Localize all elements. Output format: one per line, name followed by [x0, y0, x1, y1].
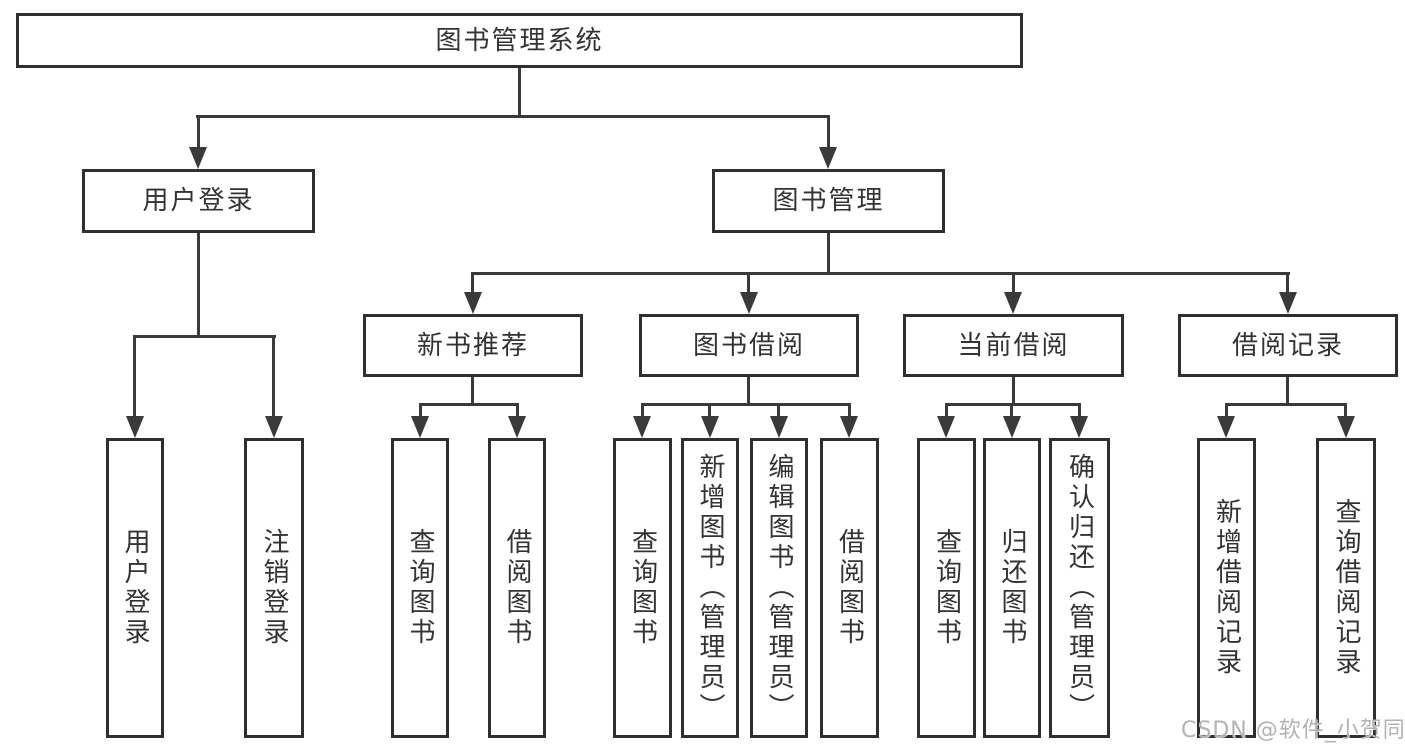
leaf-query-books-current-label: 查询图书 [931, 528, 962, 648]
connector-records-rail [1225, 403, 1347, 406]
leaf-add-book-admin: 新增图书（管理员） [681, 438, 739, 738]
arrow-down-icon [701, 416, 719, 438]
leaf-query-books-recommend-label: 查询图书 [405, 528, 435, 648]
leaf-query-books-borrow: 查询图书 [613, 438, 672, 738]
arrow-down-icon [189, 147, 207, 169]
leaf-add-borrow-record: 新增借阅记录 [1197, 438, 1256, 738]
arrow-down-icon [1279, 292, 1297, 314]
leaf-borrow-books-recommend-label: 借阅图书 [502, 528, 532, 648]
node-current-borrow: 当前借阅 [903, 314, 1124, 377]
connector-current-stem [1012, 377, 1015, 405]
arrow-down-icon [1004, 292, 1022, 314]
connector-drop-leaf-user-login [133, 335, 136, 418]
leaf-edit-book-admin-label: 编辑图书（管理员） [764, 453, 794, 723]
leaf-add-book-admin-label: 新增图书（管理员） [695, 453, 725, 723]
leaf-user-login: 用户登录 [106, 438, 164, 738]
leaf-borrow-books-recommend: 借阅图书 [488, 438, 546, 738]
node-user-login: 用户登录 [82, 169, 315, 233]
connector-drop [708, 403, 711, 418]
arrow-down-icon [633, 416, 651, 438]
connector-drop-book-management [827, 115, 830, 149]
leaf-query-borrow-record-label: 查询借阅记录 [1331, 498, 1361, 678]
connector-current-rail [945, 403, 1081, 406]
connector-drop [945, 403, 948, 418]
node-borrow-records: 借阅记录 [1178, 314, 1398, 377]
connector-root-stem [518, 68, 521, 117]
arrow-down-icon [265, 416, 283, 438]
arrow-down-icon [411, 416, 429, 438]
node-user-login-label: 用户登录 [142, 186, 255, 216]
arrow-down-icon [1337, 416, 1355, 438]
leaf-query-books-borrow-label: 查询图书 [627, 528, 658, 648]
node-borrow-records-label: 借阅记录 [1231, 330, 1344, 361]
arrow-down-icon [937, 416, 955, 438]
leaf-borrow-books: 借阅图书 [820, 438, 879, 738]
arrow-down-icon [770, 416, 788, 438]
leaf-user-login-label: 用户登录 [120, 528, 150, 648]
connector-drop [516, 403, 519, 418]
connector-book-management-stem [827, 233, 830, 275]
arrow-down-icon [840, 416, 858, 438]
node-book-borrow-label: 图书借阅 [692, 330, 805, 361]
node-library-system: 图书管理系统 [16, 13, 1023, 68]
node-book-management: 图书管理 [712, 169, 945, 233]
node-current-borrow-label: 当前借阅 [957, 330, 1070, 361]
node-book-management-label: 图书管理 [772, 186, 885, 216]
arrow-down-icon [508, 416, 526, 438]
node-new-book-recommend-label: 新书推荐 [416, 330, 529, 361]
arrow-down-icon [464, 292, 482, 314]
connector-borrow-stem [747, 377, 750, 405]
leaf-edit-book-admin: 编辑图书（管理员） [750, 438, 808, 738]
leaf-logout-label: 注销登录 [259, 528, 289, 648]
arrow-down-icon [740, 292, 758, 314]
connector-drop-user-login [197, 115, 200, 149]
node-new-book-recommend: 新书推荐 [363, 314, 583, 377]
leaf-return-book: 归还图书 [983, 438, 1041, 738]
connector-drop [777, 403, 780, 418]
connector-borrow-rail [641, 403, 851, 406]
connector-drop [1010, 403, 1013, 418]
connector-user-login-rail [133, 335, 276, 338]
leaf-add-borrow-record-label: 新增借阅记录 [1211, 498, 1242, 678]
leaf-confirm-return-admin: 确认归还（管理员） [1049, 438, 1110, 738]
connector-drop [1344, 403, 1347, 418]
arrow-down-icon [1070, 416, 1088, 438]
connector-drop-borrow-records [1286, 272, 1289, 294]
arrow-down-icon [819, 147, 837, 169]
connector-drop-new-book-recommend [471, 272, 474, 294]
connector-drop [1225, 403, 1228, 418]
leaf-logout: 注销登录 [244, 438, 304, 738]
node-library-system-label: 图书管理系统 [435, 25, 604, 56]
connector-drop-current-borrow [1012, 272, 1015, 294]
connector-records-stem [1286, 377, 1289, 405]
arrow-down-icon [126, 416, 144, 438]
leaf-return-book-label: 归还图书 [997, 528, 1027, 648]
connector-recommend-rail [419, 403, 519, 406]
arrow-down-icon [1217, 416, 1235, 438]
connector-drop [419, 403, 422, 418]
connector-drop-book-borrow [747, 272, 750, 294]
connector-recommend-stem [471, 377, 474, 405]
connector-drop [848, 403, 851, 418]
leaf-query-books-recommend: 查询图书 [391, 438, 449, 738]
leaf-borrow-books-label: 借阅图书 [834, 528, 865, 648]
csdn-watermark: CSDN @软件_小贺同学 [1181, 718, 1405, 743]
connector-root-rail [196, 115, 829, 118]
connector-drop [641, 403, 644, 418]
connector-user-login-stem [197, 233, 200, 337]
connector-book-management-rail [471, 272, 1290, 275]
leaf-query-borrow-record: 查询借阅记录 [1316, 438, 1376, 738]
arrow-down-icon [1003, 416, 1021, 438]
node-book-borrow: 图书借阅 [639, 314, 859, 377]
leaf-query-books-current: 查询图书 [917, 438, 976, 738]
connector-drop-leaf-logout [272, 335, 275, 418]
connector-drop [1078, 403, 1081, 418]
leaf-confirm-return-admin-label: 确认归还（管理员） [1064, 453, 1095, 723]
